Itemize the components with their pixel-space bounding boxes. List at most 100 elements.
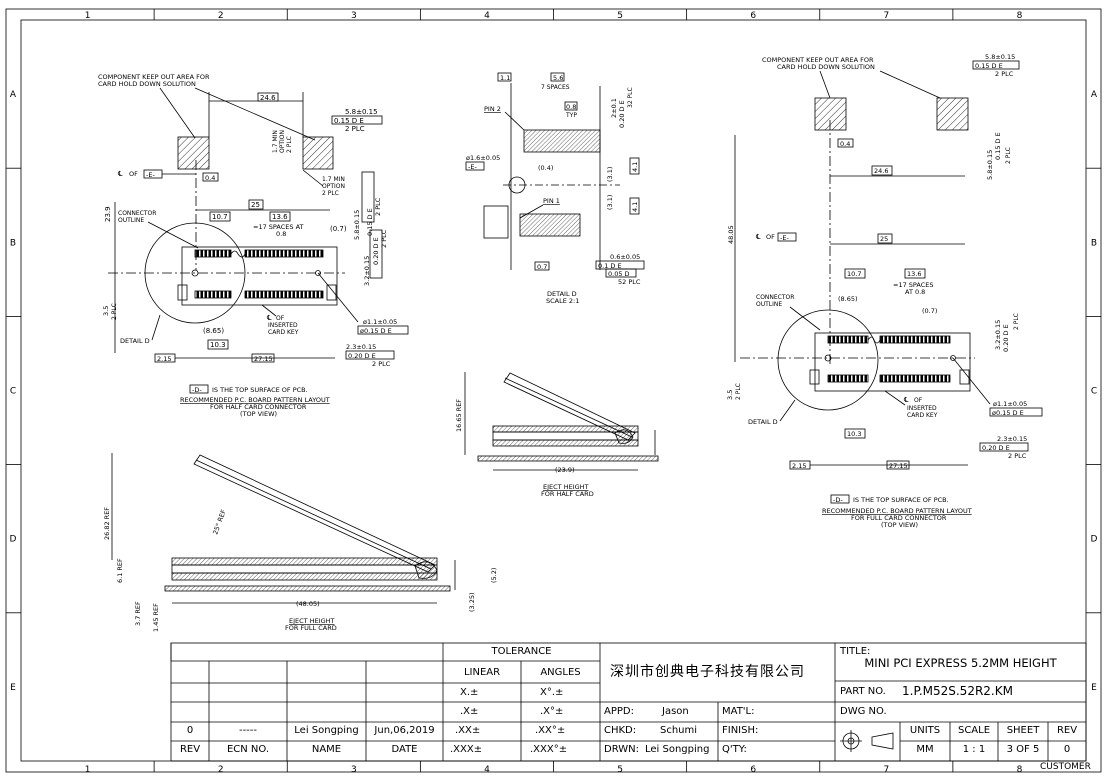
column-label-5-bottom: 5 — [617, 765, 623, 775]
fcf-0-20: 0.20 D E — [348, 352, 376, 360]
full-fcf-0-20: 0.20 D E — [982, 444, 1010, 452]
column-label-4-top: 4 — [484, 11, 490, 21]
rev-row-ecn: ----- — [238, 725, 258, 736]
full-2-3: 2.3±0.15 — [997, 435, 1027, 443]
full-2plc-v: 2 PLC — [1005, 147, 1012, 164]
full-fcf-0-20-v: 0.20 D E — [1002, 324, 1010, 352]
rev-row-date: Jun,06,2019 — [374, 725, 435, 736]
pin-2-label: PIN 2 — [484, 105, 501, 113]
chkd-value: Schumi — [660, 725, 698, 736]
caption-line3: (TOP VIEW) — [240, 410, 277, 418]
detail-caption-1: DETAIL D — [547, 290, 577, 298]
scale-value: 1 : 1 — [962, 744, 986, 755]
pin-1-label: PIN 1 — [543, 197, 560, 205]
dim-27-15: 27.15 — [254, 355, 273, 363]
column-label-7-top: 7 — [883, 11, 889, 21]
rev-header-name: NAME — [311, 744, 342, 755]
spaces-line1: =17 SPACES AT — [253, 223, 304, 231]
full-caption-3t: (TOP VIEW) — [881, 521, 918, 529]
detail-0-8: 0.8 — [566, 103, 576, 111]
column-label-1-bottom: 1 — [85, 765, 91, 775]
detail-4-1-a: 4.1 — [631, 162, 639, 172]
full-h-1-45: 1.45 REF — [152, 603, 160, 632]
full-25: 25 — [880, 235, 888, 243]
full-fcf-0-15-v: 0.15 D E — [994, 132, 1002, 160]
detail-fcf-02: 0.20 D E — [618, 100, 626, 128]
drwn-value: Lei Songping — [645, 744, 710, 755]
keepout-area-left — [177, 136, 210, 170]
units-value: MM — [916, 744, 934, 755]
detail-dia-1-6: ø1.6±0.05 — [466, 154, 500, 162]
column-label-2-top: 2 — [218, 11, 224, 21]
full-27-15: 27.15 — [889, 462, 908, 470]
full-h-3-7: 3.7 REF — [134, 601, 142, 626]
dim-2plc-v2: 2 PLC — [374, 197, 382, 216]
full-ins-1: OF — [914, 397, 923, 404]
full-13-6: 13.6 — [907, 270, 921, 278]
row-label-C-left: C — [10, 387, 16, 397]
drawing-title: MINI PCI EXPRESS 5.2MM HEIGHT — [864, 656, 1057, 670]
connector-outline-line1: CONNECTOR — [118, 210, 156, 217]
svg-text:℄: ℄ — [904, 396, 909, 404]
qty-label: Q'TY: — [722, 744, 747, 755]
title-block — [170, 642, 1087, 762]
centerline-label: ℄ — [118, 170, 123, 178]
half-h-16-65: 16.65 REF — [455, 399, 463, 432]
column-label-6-top: 6 — [750, 11, 756, 21]
dim-0-4: 0.4 — [205, 174, 215, 182]
column-label-8-bottom: 8 — [1017, 765, 1023, 775]
connector-outline-line2: OUTLINE — [118, 217, 144, 224]
dim-13-6: 13.6 — [272, 213, 288, 221]
rev-header-rev: REV — [179, 744, 201, 755]
detail-datum-e: -E- — [468, 163, 477, 171]
tolerance-header: TOLERANCE — [491, 646, 552, 657]
detail-pins-bottom — [519, 213, 581, 237]
detail-fcf-a: 0.1 D E — [598, 262, 622, 270]
dim-2plc-h: 2 PLC — [322, 190, 339, 197]
detail-2-0-1: 2±0.1 — [610, 98, 618, 118]
full-ins-2: INSERTED — [907, 405, 937, 412]
customer-label: CUSTOMER — [1040, 762, 1091, 772]
dim-2plc-v: 2 PLC — [286, 136, 293, 153]
row-label-E-left: E — [10, 683, 16, 693]
keepout-note-line1: COMPONENT KEEP OUT AREA FOR — [98, 73, 210, 81]
spaces-line2: 0.8 — [276, 230, 286, 238]
dwg-label: DWG NO. — [840, 706, 887, 717]
pin-row-bottom-left — [194, 290, 232, 299]
half-caption-2: FOR HALF CARD — [541, 490, 594, 498]
row-label-B-right: B — [1091, 238, 1097, 248]
full-keepout-2: CARD HOLD DOWN SOLUTION — [777, 63, 875, 71]
full-keepout-1: COMPONENT KEEP OUT AREA FOR — [762, 56, 874, 64]
datum-e: -E- — [146, 171, 155, 179]
full-24-6: 24.6 — [874, 167, 888, 175]
detail-fcf-b: 0.05 D — [608, 270, 630, 278]
dim-2plc-b: 2 PLC — [372, 360, 391, 368]
full-pcb-note: IS THE TOP SURFACE OF PCB. — [853, 496, 949, 504]
angles-header: ANGLES — [540, 667, 581, 678]
row-label-E-right: E — [1091, 683, 1097, 693]
dim-5-8-v: 5.8±0.15 — [353, 210, 361, 240]
detail-0-6: 0.6±0.05 — [610, 253, 640, 261]
half-card-top-view: COMPONENT KEEP OUT AREA FOR CARD HOLD DO… — [98, 73, 409, 418]
dim-option-v: OPTION — [279, 130, 286, 153]
keepout-area-right — [302, 136, 334, 170]
scale-label: SCALE — [957, 725, 991, 736]
title-label: TITLE: — [840, 646, 871, 657]
full-48-05: 48.05 — [727, 225, 735, 244]
dim-1-7-min-h: 1.7 MIN — [322, 176, 345, 183]
matl-label: MAT'L: — [722, 706, 755, 717]
sheet-value: 3 OF 5 — [1006, 744, 1040, 755]
dim-2plc-v3: 2 PLC — [380, 229, 388, 248]
rev-label: REV — [1056, 725, 1078, 736]
row-label-A-left: A — [10, 90, 17, 100]
linear-header: LINEAR — [463, 667, 501, 678]
ang-row-3: .XX°± — [535, 725, 566, 736]
third-angle-projection-icon — [840, 730, 894, 752]
inserted-line3: CARD KEY — [268, 329, 299, 336]
pcb-datum-d: -D- — [192, 386, 202, 394]
row-label-C-right: C — [1091, 387, 1097, 397]
half-card-side-view: 16.65 REF (23.9) EJECT HEIGHT FOR HALF C… — [455, 372, 659, 498]
full-2plc-v2: 2 PLC — [1013, 313, 1020, 330]
